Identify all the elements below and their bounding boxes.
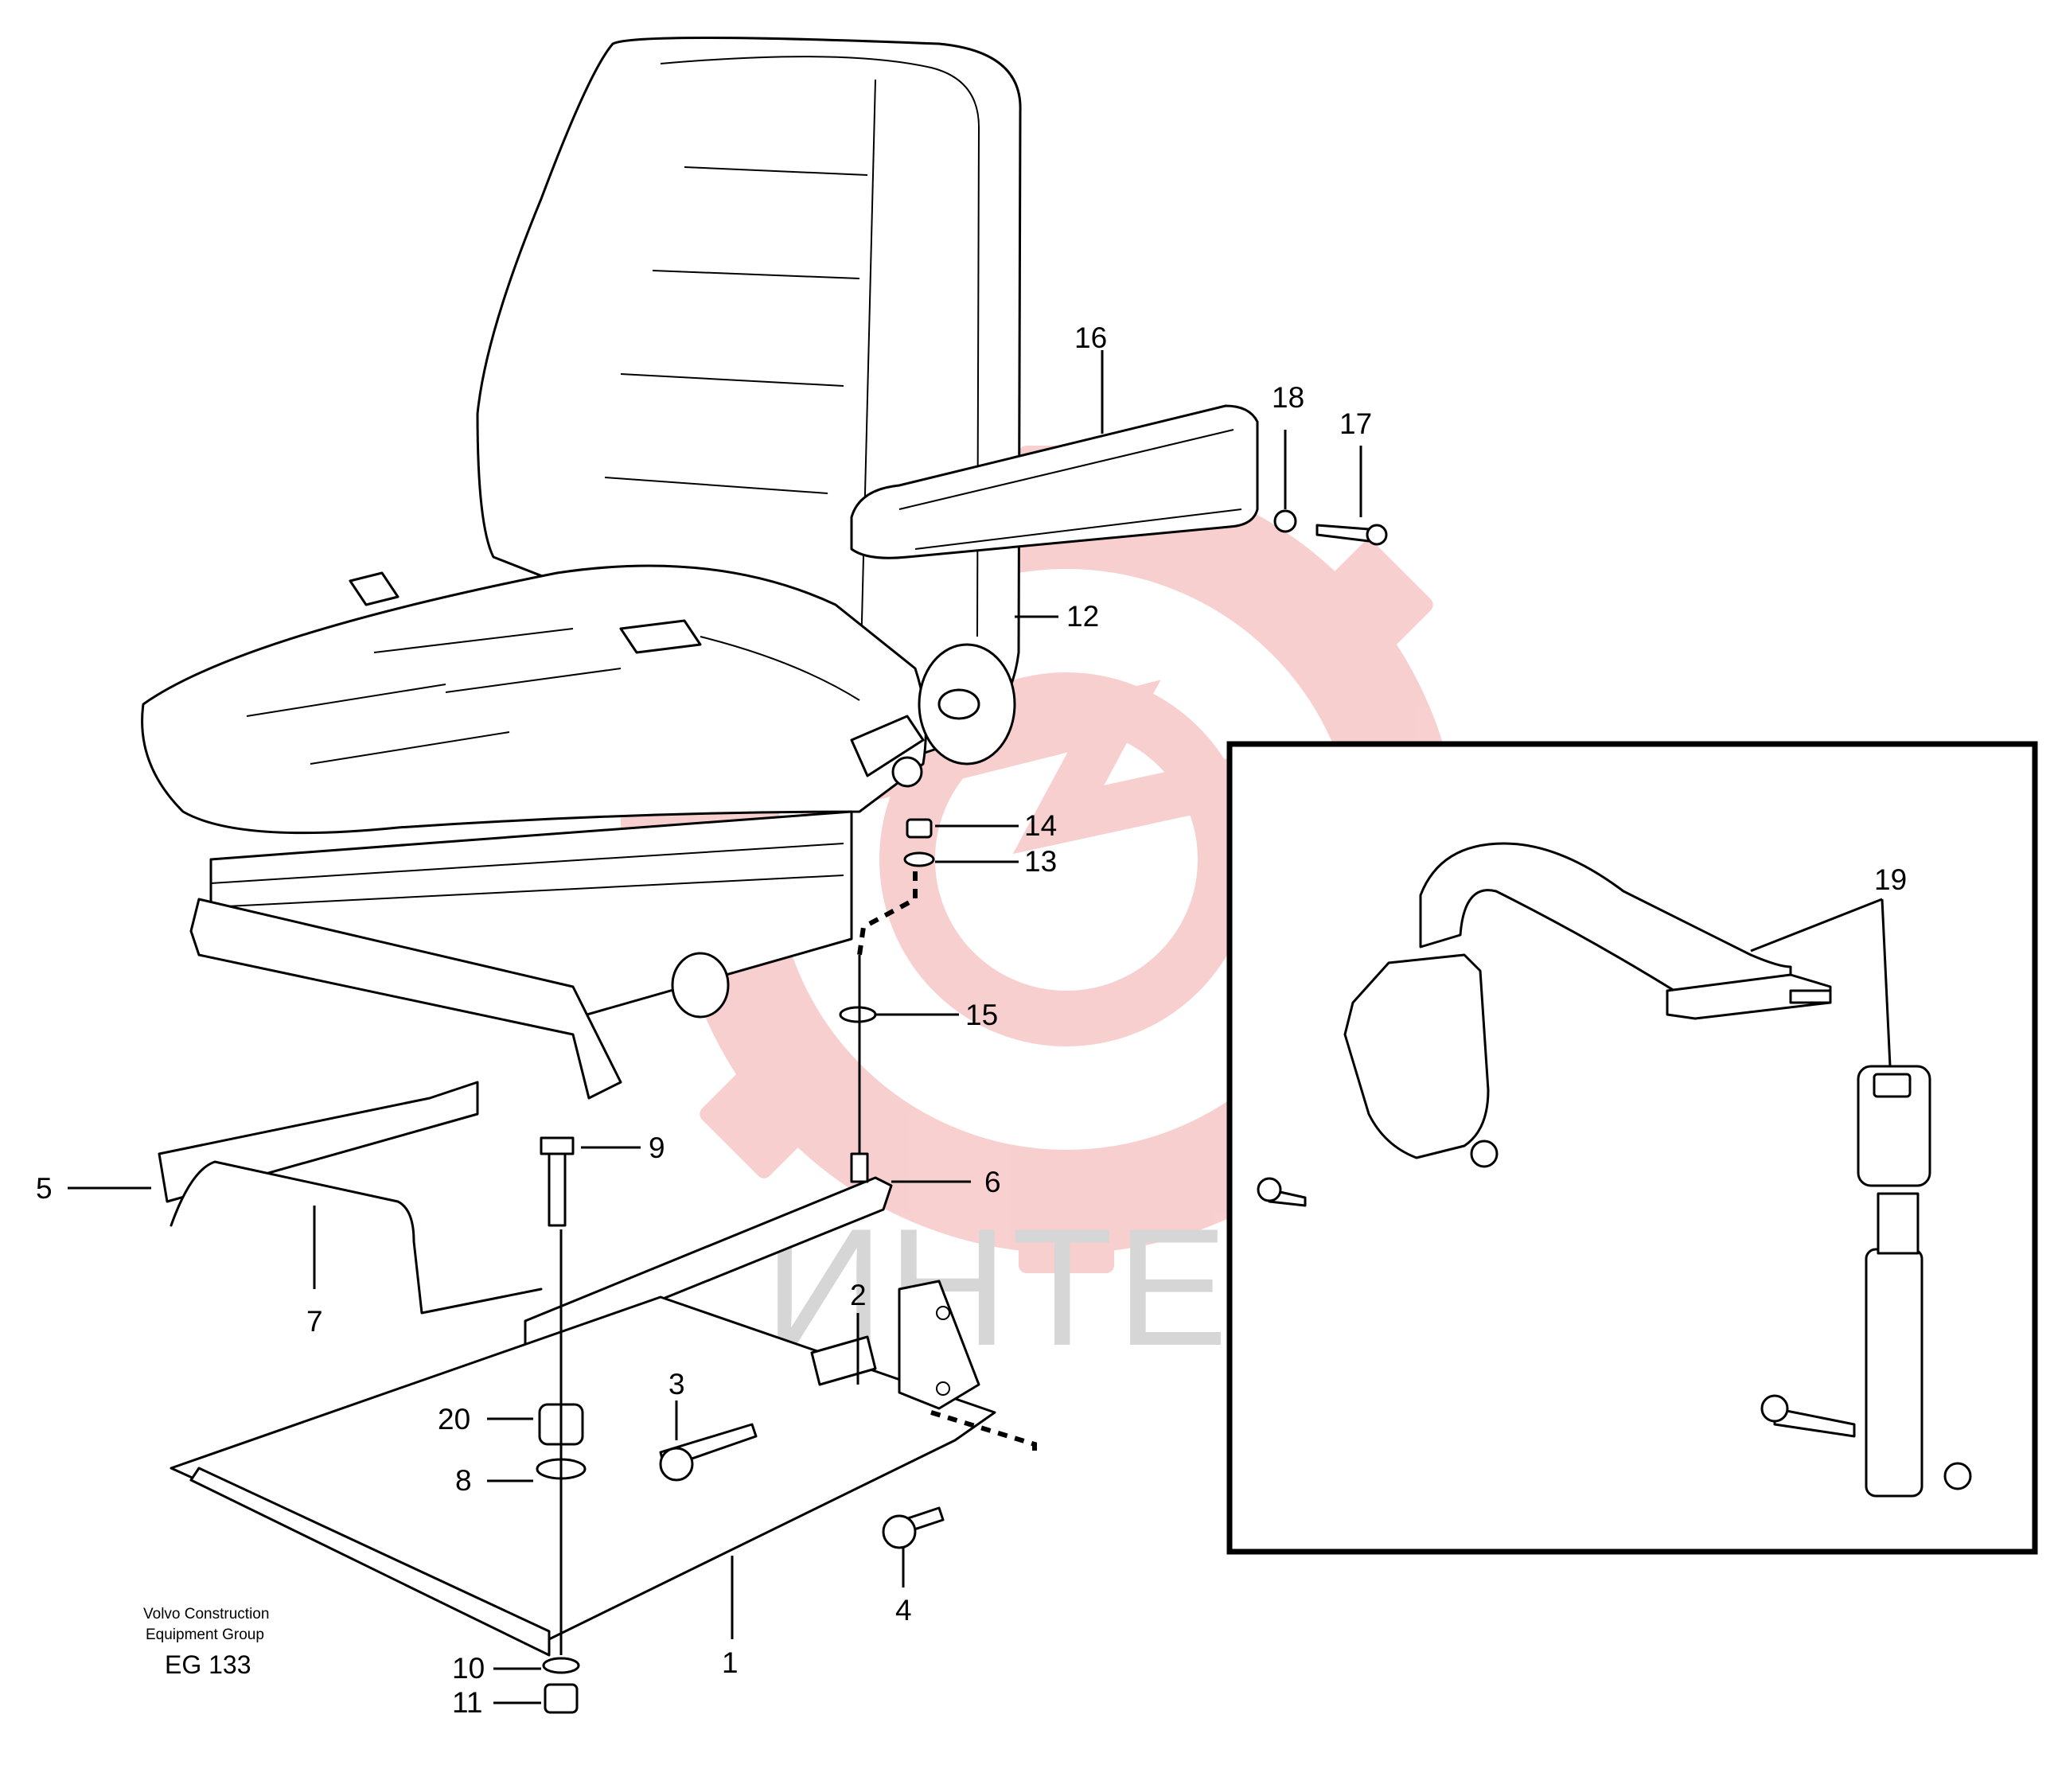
callout-13: 13 (1024, 845, 1057, 878)
callout-6: 6 (984, 1166, 1001, 1198)
armrest-fasteners (1273, 509, 1388, 546)
callout-18: 18 (1272, 381, 1304, 414)
leader-lines (68, 350, 1892, 1704)
callout-9: 9 (649, 1132, 665, 1164)
callout-labels: 16 18 17 12 14 13 15 6 5 7 9 2 3 20 8 4 … (36, 321, 1907, 1719)
seat-cushion (141, 564, 927, 835)
recline-lever (850, 643, 1016, 788)
caption-company-line2: Equipment Group (146, 1626, 264, 1643)
callout-4: 4 (895, 1594, 912, 1626)
callout-15: 15 (965, 999, 998, 1031)
callout-16: 16 (1074, 321, 1107, 354)
armrest (850, 404, 1259, 559)
bolt-4 (882, 1410, 1037, 1549)
callout-2: 2 (850, 1279, 867, 1311)
right-fastener-stack (839, 818, 935, 1183)
callout-10: 10 (452, 1652, 485, 1685)
caption-drawing-code: EG 133 (165, 1650, 251, 1679)
left-fastener-stack (536, 1136, 587, 1714)
slide-rails (158, 1081, 893, 1346)
seat-buckle (619, 619, 860, 701)
callout-17: 17 (1339, 407, 1372, 440)
callout-20: 20 (438, 1403, 470, 1436)
callout-11: 11 (452, 1686, 482, 1719)
callout-7: 7 (306, 1305, 323, 1338)
seat-suspension (189, 810, 853, 1100)
callout-14: 14 (1024, 809, 1057, 842)
seatbelt-detail-frame (1226, 741, 2038, 1555)
caption-company-line1: Volvo Construction (143, 1606, 269, 1623)
callout-12: 12 (1066, 600, 1099, 633)
callout-8: 8 (455, 1464, 472, 1497)
callout-5: 5 (36, 1172, 53, 1205)
bolt-3 (659, 1423, 758, 1482)
callout-1: 1 (722, 1646, 739, 1679)
callout-3: 3 (668, 1368, 685, 1400)
callout-19: 19 (1874, 863, 1907, 896)
caption-block: Volvo Construction Equipment Group EG 13… (143, 1606, 269, 1679)
